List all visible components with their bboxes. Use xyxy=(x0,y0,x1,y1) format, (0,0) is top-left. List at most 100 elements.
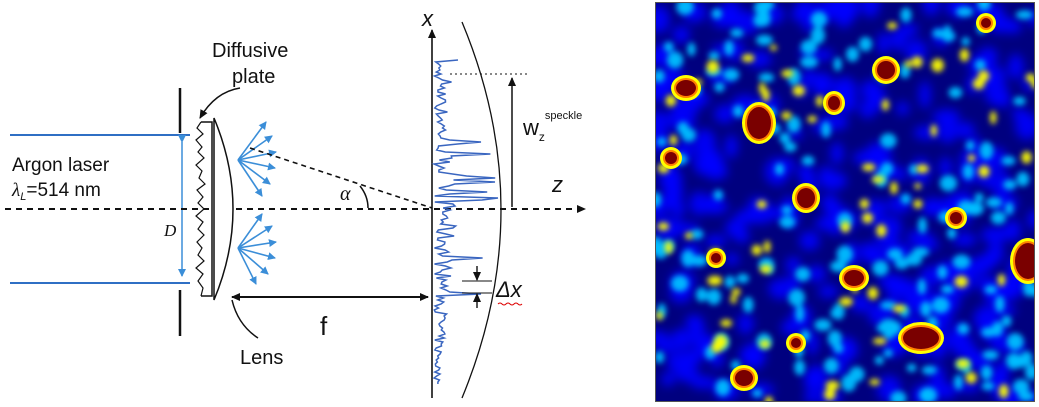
speckle-grain xyxy=(931,296,950,314)
speckle-hotspot-core xyxy=(665,152,677,164)
lens-pointer xyxy=(231,299,259,339)
speckle-grain xyxy=(807,115,817,123)
speckle-grain xyxy=(1020,351,1033,366)
speckle-grain xyxy=(931,58,944,72)
speckle-grain xyxy=(1003,179,1017,190)
speckle-grain xyxy=(871,176,885,184)
speckle-grain xyxy=(906,229,933,245)
speckle-grain xyxy=(930,124,937,137)
speckle-grain xyxy=(690,255,708,267)
speckle-grain xyxy=(890,391,907,401)
speckle-grain xyxy=(802,67,815,84)
speckle-grain xyxy=(814,319,832,331)
speckle-grain xyxy=(685,232,693,240)
speckle-grain xyxy=(818,285,839,298)
speckle-grain xyxy=(839,297,853,307)
speckle-grain xyxy=(720,319,733,327)
speckle-grain xyxy=(747,50,772,68)
speckle-grain xyxy=(909,164,919,175)
speckle-grain xyxy=(730,295,737,304)
speckle-grain xyxy=(756,200,767,209)
speckle-grain xyxy=(1006,333,1024,351)
speckle-grain xyxy=(656,311,663,321)
speckle-grain xyxy=(762,88,770,102)
speckle-grain xyxy=(998,384,1009,399)
label-lens: Lens xyxy=(240,347,283,369)
speckle-grain xyxy=(685,314,704,330)
speckle-grain xyxy=(803,367,819,392)
speckle-grain xyxy=(810,11,828,28)
speckle-grain xyxy=(965,372,977,384)
speckle-grain xyxy=(725,252,740,266)
speckle-grain xyxy=(969,203,979,216)
speckle-grain xyxy=(918,81,931,109)
scattered-light-arrows-upper xyxy=(237,121,277,197)
speckle-grain xyxy=(978,165,990,178)
spellcheck-underline xyxy=(497,302,523,306)
speckle-grain xyxy=(906,363,917,372)
speckle-grain xyxy=(939,156,952,179)
speckle-grain xyxy=(731,288,741,296)
speckle-grain xyxy=(733,10,760,35)
speckle-grain xyxy=(714,104,735,124)
speckle-grain xyxy=(711,8,723,19)
speckle-grain xyxy=(781,205,793,215)
speckle-grain xyxy=(974,59,986,71)
speckle-grain xyxy=(942,25,952,43)
speckle-grain xyxy=(779,215,796,229)
speckle-grain xyxy=(704,234,727,247)
speckle-grain xyxy=(806,265,827,283)
speckle-grain xyxy=(961,37,970,46)
speckle-grain xyxy=(887,248,903,260)
speckle-grain xyxy=(795,304,805,323)
speckle-grain xyxy=(800,56,818,68)
lambda-subscript: L xyxy=(20,191,26,203)
speckle-grain xyxy=(724,275,736,288)
lambda-symbol: λ xyxy=(11,180,20,201)
speckle-grain xyxy=(661,372,675,387)
speckle-grain xyxy=(876,32,890,54)
speckle-grain xyxy=(955,6,974,17)
speckle-grain xyxy=(836,8,852,28)
speckle-grain xyxy=(682,349,702,367)
speckle-grain xyxy=(859,198,870,209)
speckle-grain xyxy=(919,265,943,287)
speckle-grain xyxy=(713,189,723,201)
speckle-hotspot-core xyxy=(877,61,895,79)
speckle-grain xyxy=(714,334,728,349)
speckle-envelope xyxy=(461,21,502,399)
speckle-grain xyxy=(693,151,714,176)
speckle-grain xyxy=(656,69,665,83)
speckle-hotspot-core xyxy=(1015,243,1034,279)
speckle-grain xyxy=(689,191,709,216)
speckle-grain xyxy=(919,387,938,401)
diffusive-plate xyxy=(201,121,213,297)
speckle-grain xyxy=(741,54,755,63)
speckle-grain xyxy=(947,227,957,239)
speckle-grain xyxy=(1031,78,1034,89)
speckle-grain xyxy=(982,350,999,360)
speckle-grain xyxy=(664,241,673,254)
speckle-grain xyxy=(707,275,720,286)
speckle-grain xyxy=(987,241,1004,264)
speckle-grain xyxy=(797,163,815,183)
speckle-grain xyxy=(874,355,884,365)
speckle-heatmap xyxy=(656,3,1034,401)
speckle-grain xyxy=(900,7,912,23)
speckle-grain xyxy=(914,183,922,190)
speckle-grain xyxy=(791,8,805,22)
speckle-grain xyxy=(880,301,897,310)
speckle-grain xyxy=(920,301,932,317)
speckle-grain xyxy=(836,245,853,263)
speckle-grain xyxy=(656,192,662,208)
scattered-light-arrows-lower xyxy=(237,213,277,285)
speckle-grain xyxy=(892,304,906,313)
speckle-grain xyxy=(984,285,998,294)
speckle-pattern-image xyxy=(655,2,1035,402)
lambda-value: =514 nm xyxy=(26,180,100,201)
speckle-grain xyxy=(670,328,694,351)
speckle-grain xyxy=(758,10,771,27)
speckle-grain xyxy=(787,115,801,133)
speckle-grain xyxy=(967,154,976,162)
speckle-grain xyxy=(978,70,990,82)
